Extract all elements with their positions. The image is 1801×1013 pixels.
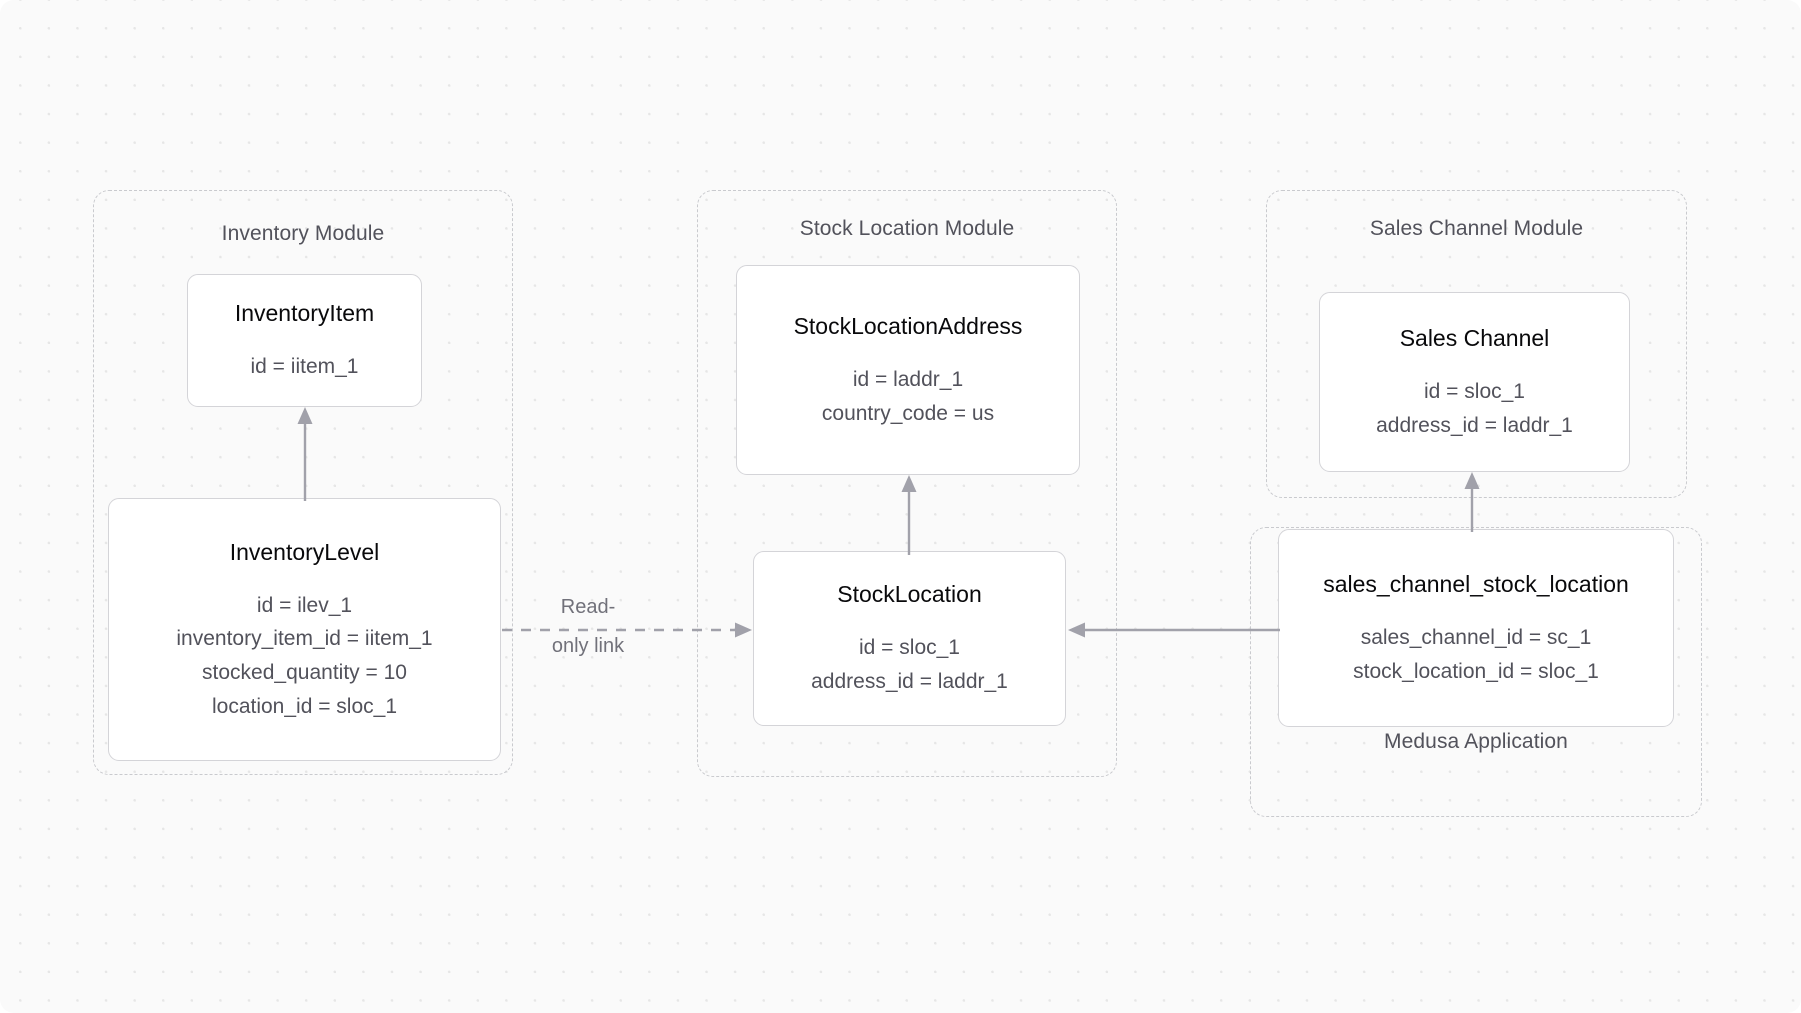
connector-stock-location-to-address (899, 473, 919, 555)
card-field: stock_location_id = sloc_1 (1353, 659, 1599, 683)
dashed-arrow-right-icon (502, 622, 752, 638)
module-medusa-application-label: Medusa Application (1384, 730, 1568, 753)
card-field: id = ilev_1 (256, 593, 353, 617)
module-stock-location: Stock Location Module (697, 190, 1117, 777)
card-field: sales_channel_id = sc_1 (1360, 625, 1592, 649)
card-stock-location-title: StockLocation (837, 581, 982, 608)
module-inventory: Inventory Module (93, 190, 513, 775)
card-inventory-item-title: InventoryItem (234, 300, 375, 327)
card-field: address_id = laddr_1 (811, 670, 1008, 693)
card-stock-location-address[interactable]: StockLocationAddress id = laddr_1 countr… (736, 265, 1080, 475)
module-sales-channel: Sales Channel Module (1266, 190, 1687, 498)
card-stock-location-address-title: StockLocationAddress (793, 312, 1023, 339)
card-inventory-level-fields: id = ilev_1 inventory_item_id = iitem_1 … (176, 592, 432, 721)
arrow-left-icon (1068, 622, 1280, 638)
card-field: address_id = laddr_1 (1376, 413, 1573, 437)
module-medusa-application: Medusa Application (1250, 527, 1702, 817)
connector-join-to-stock-location (1066, 620, 1280, 640)
connector-join-to-sales-channel (1462, 470, 1482, 532)
module-sales-channel-label: Sales Channel Module (1369, 217, 1584, 240)
card-inventory-item-fields: id = iitem_1 (251, 353, 359, 381)
card-sales-channel[interactable]: Sales Channel id = sloc_1 address_id = l… (1319, 292, 1630, 472)
card-field: id = sloc_1 (1424, 379, 1525, 403)
connector-inventory-level-to-inventory-item (295, 405, 315, 501)
card-stock-location[interactable]: StockLocation id = sloc_1 address_id = l… (753, 551, 1066, 726)
card-inventory-level[interactable]: InventoryLevel id = ilev_1 inventory_ite… (108, 498, 501, 761)
card-sales-channel-stock-location-fields: sales_channel_id = sc_1 stock_location_i… (1353, 624, 1599, 685)
read-only-link-label-bottom: only link (503, 632, 673, 661)
card-field: location_id = sloc_1 (211, 694, 398, 718)
arrow-up-icon (297, 407, 313, 501)
connector-read-only-link (502, 620, 754, 640)
card-stock-location-address-fields: id = laddr_1 country_code = us (822, 366, 994, 427)
module-stock-location-label: Stock Location Module (799, 217, 1015, 240)
card-field: country_code = us (821, 401, 995, 425)
card-field: stocked_quantity = 10 (202, 661, 407, 684)
card-sales-channel-title: Sales Channel (1399, 324, 1550, 351)
read-only-link-label-line1: Read- (560, 596, 616, 618)
module-inventory-label: Inventory Module (221, 222, 385, 245)
card-sales-channel-fields: id = sloc_1 address_id = laddr_1 (1376, 378, 1573, 439)
card-field: id = sloc_1 (859, 636, 960, 660)
card-field: id = iitem_1 (250, 355, 359, 379)
card-field: inventory_item_id = iitem_1 (176, 627, 433, 651)
card-sales-channel-stock-location-title: sales_channel_stock_location (1323, 570, 1629, 597)
arrow-up-icon (901, 475, 917, 555)
card-sales-channel-stock-location[interactable]: sales_channel_stock_location sales_chann… (1278, 529, 1674, 727)
card-stock-location-fields: id = sloc_1 address_id = laddr_1 (811, 634, 1008, 695)
arrow-up-icon (1464, 472, 1480, 532)
card-field: id = laddr_1 (852, 367, 964, 391)
card-inventory-level-title: InventoryLevel (229, 538, 380, 565)
card-inventory-item[interactable]: InventoryItem id = iitem_1 (187, 274, 422, 407)
read-only-link-label-top: Read- (503, 593, 673, 622)
read-only-link-label-line2: only link (551, 635, 625, 657)
